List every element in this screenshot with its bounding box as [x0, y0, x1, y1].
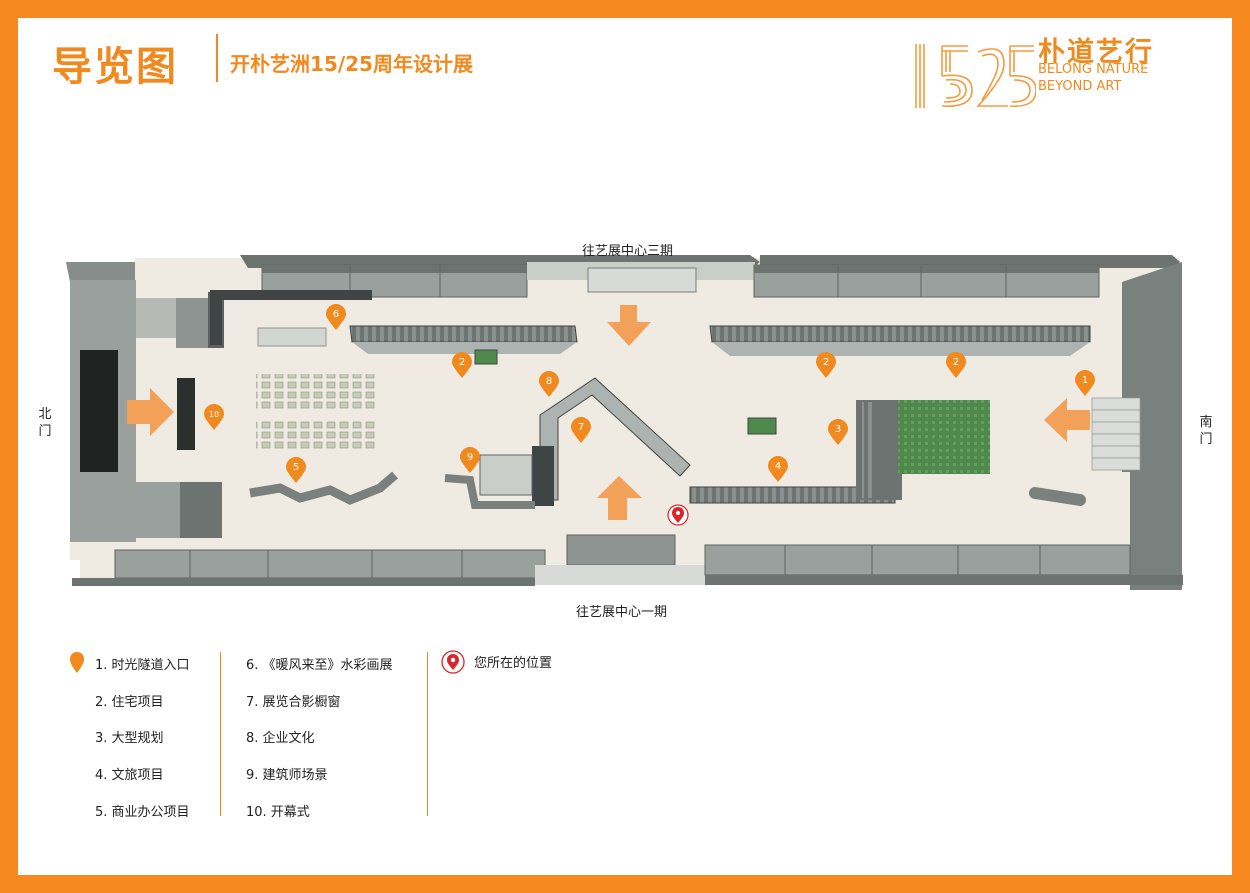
seating-block-2	[256, 420, 376, 450]
brand-logo: 1525	[915, 44, 1036, 108]
legend-item-7: 7. 展览合影橱窗	[246, 695, 341, 710]
arrow-up	[597, 476, 642, 520]
svg-text:2: 2	[823, 357, 829, 368]
legend-pin-icon	[70, 652, 84, 673]
north-walls	[66, 255, 1180, 298]
marker-10: 10	[204, 404, 224, 430]
flow-arrows	[127, 305, 1090, 520]
marker-6: 6	[326, 304, 346, 330]
label-to-phase3: 往艺展中心三期	[582, 244, 674, 259]
marker-1: 1	[1075, 370, 1095, 396]
svg-text:10: 10	[209, 410, 219, 419]
svg-text:8: 8	[546, 376, 552, 387]
svg-text:2: 2	[953, 357, 959, 368]
scene-9	[479, 454, 533, 496]
svg-text:4: 4	[775, 461, 781, 472]
marker-3: 3	[828, 419, 848, 445]
page-title: 导览图	[52, 44, 178, 90]
east-wall	[1091, 262, 1182, 590]
svg-text:5: 5	[293, 462, 299, 473]
location-icon	[441, 650, 465, 674]
legend-item-4: 4. 文旅项目	[95, 768, 164, 783]
map-markers: 1 2 2 2 3 4 5 6 7 8 9 10	[204, 304, 1095, 483]
label-to-phase1: 往艺展中心一期	[576, 605, 668, 620]
brand-slogan-line2: BEYOND ART	[1038, 79, 1122, 94]
arrow-east	[127, 388, 174, 436]
legend-item-10: 10. 开幕式	[246, 805, 310, 820]
title-divider	[216, 34, 218, 82]
marker-2c: 2	[946, 352, 966, 378]
marker-9: 9	[460, 447, 480, 473]
you-are-here-marker	[667, 504, 689, 526]
marker-8: 8	[539, 371, 559, 397]
svg-text:3: 3	[835, 424, 841, 435]
legend-item-9: 9. 建筑师场景	[246, 768, 328, 783]
zigzag-5	[249, 471, 398, 505]
page-subtitle: 开朴艺洲15/25周年设计展	[230, 52, 473, 76]
svg-text:7: 7	[578, 422, 584, 433]
marker-2a: 2	[452, 352, 472, 378]
legend-item-1: 1. 时光隧道入口	[95, 658, 190, 673]
legend-item-8: 8. 企业文化	[246, 731, 315, 746]
arrow-west	[1044, 398, 1090, 442]
booth-7	[532, 446, 554, 506]
brand-slogan-line1: BELONG NATURE	[1038, 62, 1149, 77]
legend-you-are-here: 您所在的位置	[474, 656, 553, 671]
lawn-3	[898, 400, 990, 474]
seating-block-1	[256, 374, 376, 410]
label-south-door: 南门	[1199, 415, 1213, 447]
svg-text:9: 9	[467, 452, 473, 463]
legend-item-6: 6. 《暖风来至》水彩画展	[246, 658, 393, 673]
label-north-door: 北门	[38, 407, 52, 439]
legend-item-2: 2. 住宅项目	[95, 695, 164, 710]
display-walls	[210, 290, 1091, 504]
legend-divider-1	[220, 652, 221, 816]
brand-name-cn: 朴道艺行	[1038, 37, 1154, 68]
marker-5: 5	[286, 457, 306, 483]
marker-4: 4	[768, 456, 788, 482]
marker-7: 7	[571, 417, 591, 443]
legend-divider-2	[427, 652, 428, 816]
arrow-down	[607, 305, 651, 346]
svg-text:2: 2	[459, 357, 465, 368]
svg-text:1: 1	[1082, 375, 1088, 386]
south-walls	[72, 534, 1183, 586]
legend-item-3: 3. 大型规划	[95, 731, 164, 746]
svg-text:6: 6	[333, 309, 339, 320]
marker-2b: 2	[816, 352, 836, 378]
legend-item-5: 5. 商业办公项目	[95, 805, 190, 820]
